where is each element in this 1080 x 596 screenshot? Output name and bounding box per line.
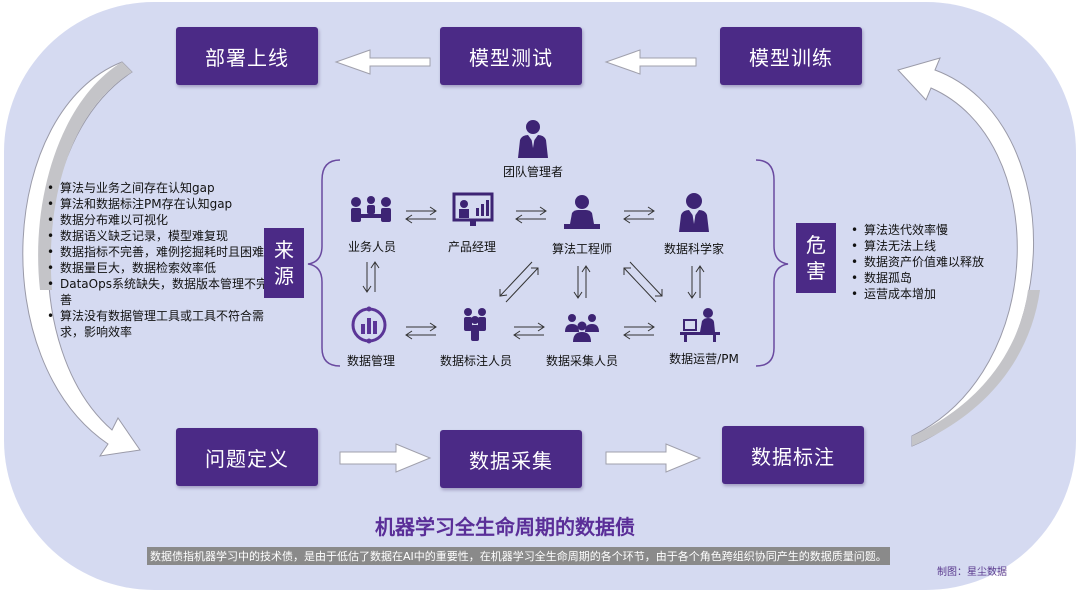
source-item: 算法和数据标注PM存在认知gap — [44, 196, 272, 212]
source-item: 算法没有数据管理工具或工具不符合需求，影响效率 — [44, 308, 272, 340]
harm-label-box: 危 害 — [796, 223, 836, 293]
arrow-collect-to-label — [605, 443, 702, 473]
role-data-scientist: 数据科学家 — [663, 242, 724, 256]
role-algorithm-engineer: 算法工程师 — [551, 242, 612, 256]
arrow-define-to-collect — [339, 443, 432, 473]
role-labelers: 数据标注人员 — [439, 354, 512, 368]
source-item: 数据指标不完善，难例挖掘耗时且困难 — [44, 244, 272, 260]
harm-item: 数据资产价值难以释放 — [848, 254, 1028, 270]
role-data-management: 数据管理 — [346, 354, 395, 368]
labelers-icon — [464, 308, 486, 341]
stage-deploy: 部署上线 — [176, 27, 318, 85]
harm-list: 算法迭代效率慢 算法无法上线 数据资产价值难以释放 数据孤岛 运营成本增加 — [848, 222, 1028, 302]
business-people-icon — [351, 196, 391, 222]
harm-item: 算法无法上线 — [848, 238, 1028, 254]
source-label-top: 来 — [274, 238, 294, 262]
harm-item: 数据孤岛 — [848, 270, 1028, 286]
stage-collect: 数据采集 — [440, 430, 582, 488]
source-item: 数据量巨大，数据检索效率低 — [44, 260, 272, 276]
harm-label-top: 危 — [806, 233, 826, 257]
role-business: 业务人员 — [347, 240, 396, 254]
right-brace — [755, 159, 789, 367]
diagram-title: 机器学习全生命周期的数据债 — [375, 515, 635, 539]
arrow-train-to-test — [604, 49, 697, 75]
credit: 制图：星尘数据 — [937, 567, 1007, 578]
product-manager-icon — [452, 192, 494, 226]
harm-label-bottom: 害 — [806, 259, 826, 283]
relation-arrows — [362, 206, 705, 340]
harm-item: 运营成本增加 — [848, 286, 1028, 302]
role-product-manager: 产品经理 — [447, 240, 496, 254]
source-list: 算法与业务之间存在认知gap 算法和数据标注PM存在认知gap 数据分布难以可视… — [44, 180, 272, 340]
algorithm-engineer-icon — [564, 195, 600, 229]
ops-pm-icon — [680, 308, 720, 342]
caption: 数据债指机器学习中的技术债，是由于低估了数据在AI中的重要性，在机器学习全生命周… — [147, 547, 890, 565]
stage-define: 问题定义 — [176, 428, 318, 486]
role-ops-pm: 数据运营/PM — [669, 352, 739, 366]
data-management-icon — [351, 306, 387, 344]
stage-label: 数据标注 — [722, 426, 864, 484]
harm-item: 算法迭代效率慢 — [848, 222, 1028, 238]
data-scientist-icon — [679, 193, 709, 232]
source-label-bottom: 源 — [274, 264, 294, 288]
role-collectors: 数据采集人员 — [545, 354, 618, 368]
stage-test: 模型测试 — [440, 27, 582, 85]
source-item: 数据语义缺乏记录，模型难复现 — [44, 228, 272, 244]
collectors-icon — [565, 314, 599, 342]
team-manager-icon — [518, 120, 548, 158]
source-item: 数据分布难以可视化 — [44, 212, 272, 228]
left-brace — [307, 159, 341, 367]
source-item: DataOps系统缺失，数据版本管理不完善 — [44, 276, 272, 308]
arrow-test-to-deploy — [334, 49, 431, 75]
source-label-box: 来 源 — [264, 228, 304, 298]
source-item: 算法与业务之间存在认知gap — [44, 180, 272, 196]
role-team-manager: 团队管理者 — [502, 165, 563, 179]
stage-train: 模型训练 — [720, 27, 862, 85]
